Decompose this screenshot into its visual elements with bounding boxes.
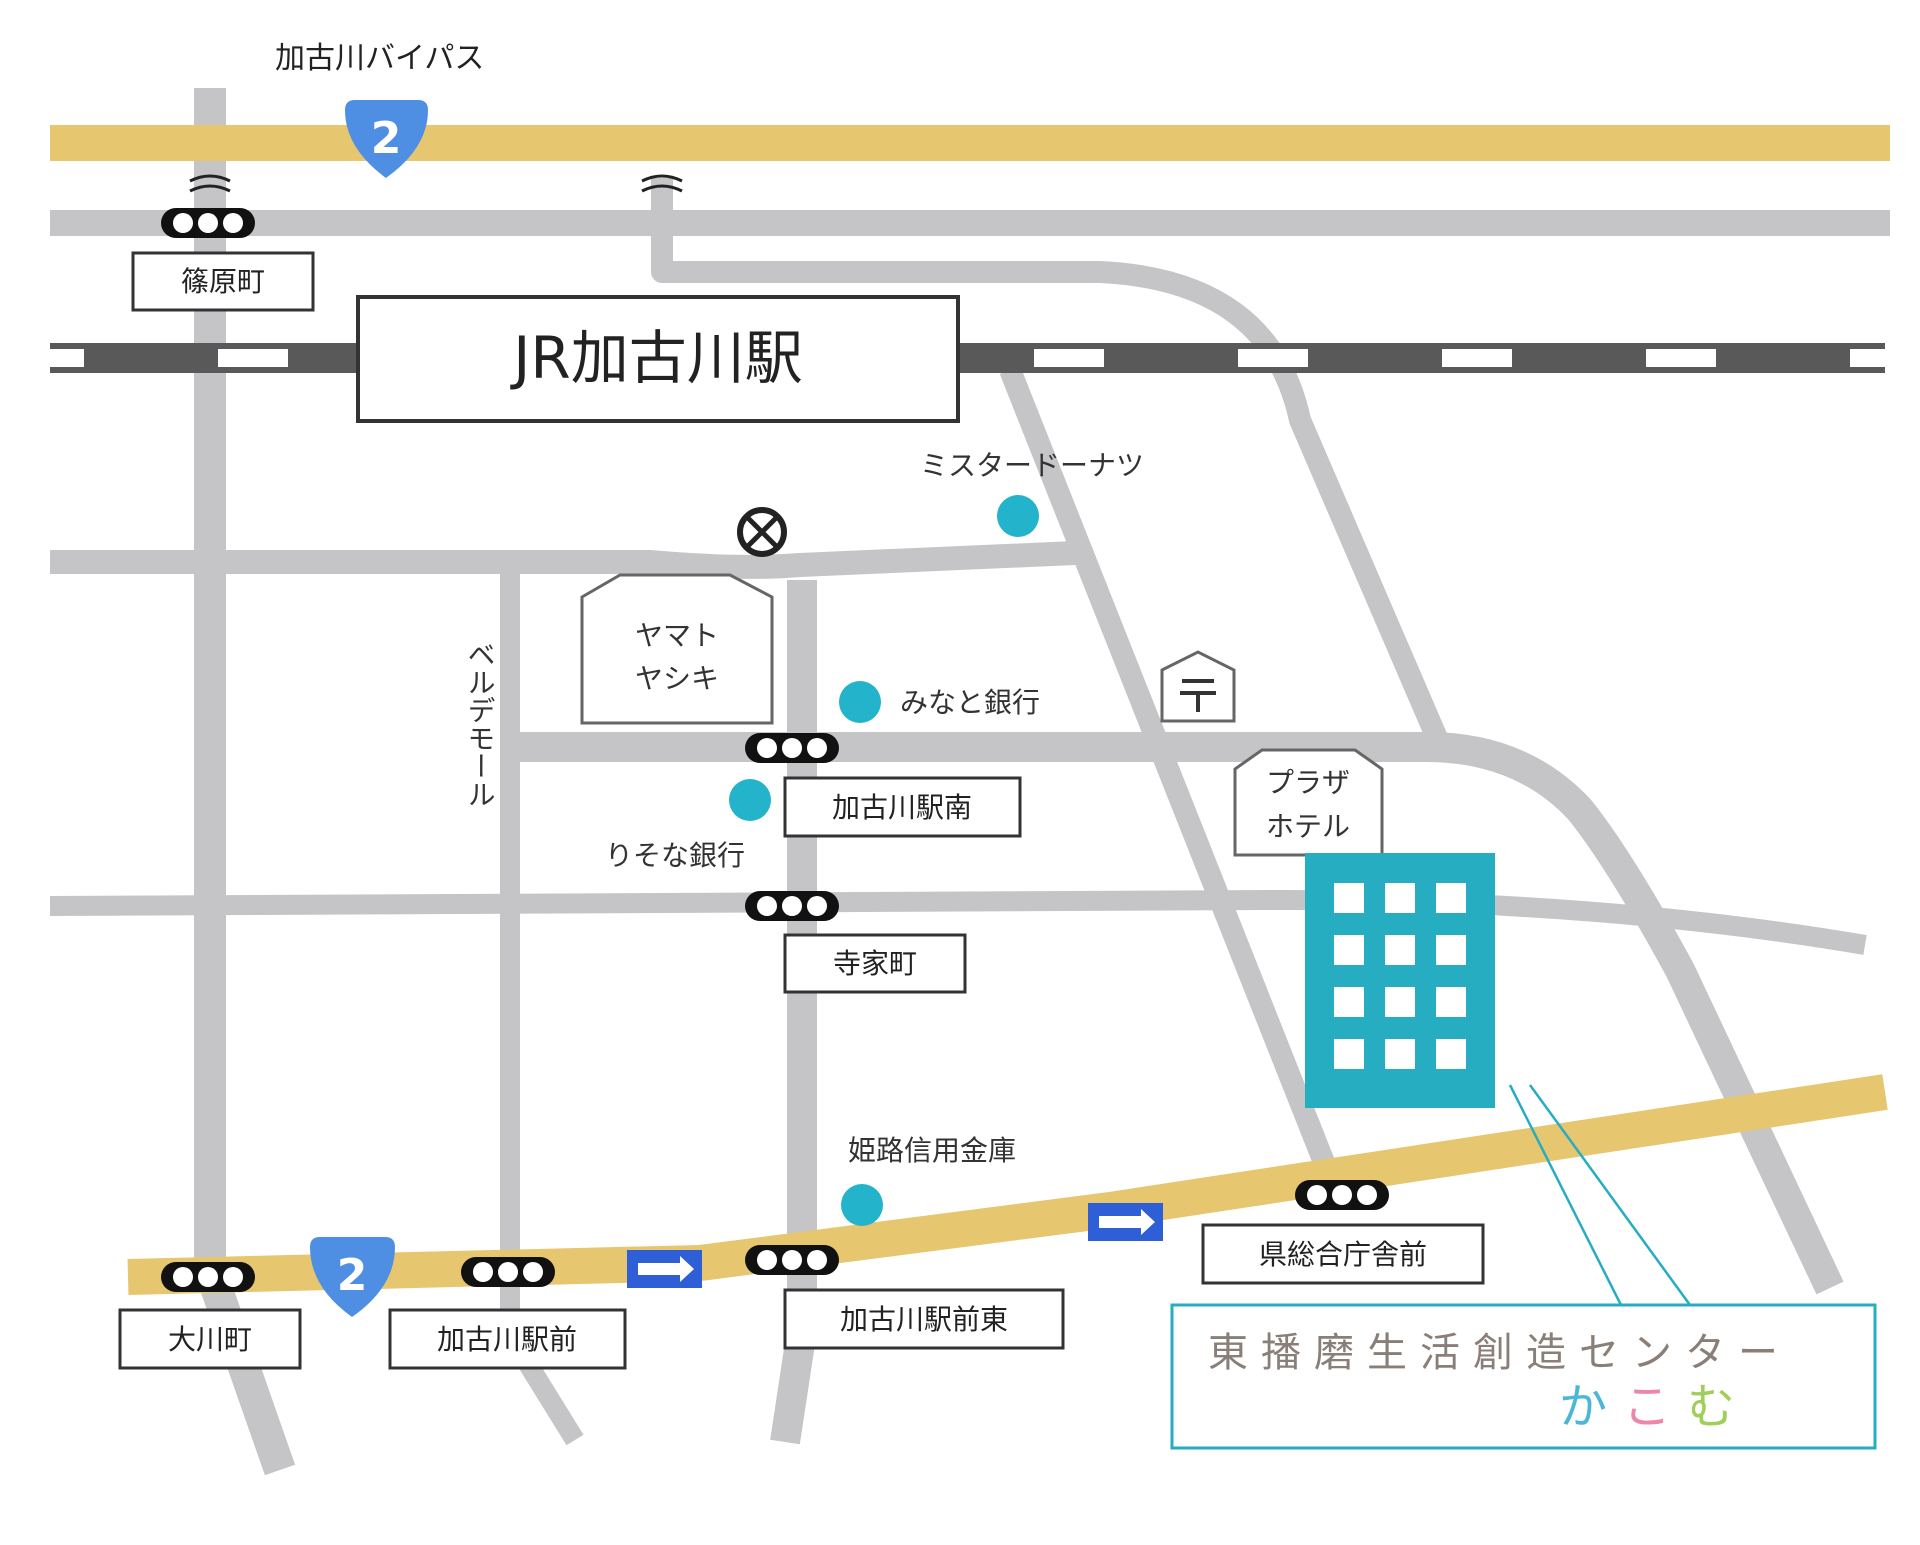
svg-text:加古川駅南: 加古川駅南 [832,791,972,824]
intersection-kakogawa-ekimae: 加古川駅前 [388,1308,627,1370]
bypass-label: 加古川バイパス [275,41,484,76]
minato-bank-label: みなと銀行 [900,686,1040,719]
svg-text:篠原町: 篠原町 [181,265,265,298]
route-2-lower [127,1074,1888,1295]
nickname-ka: か [1559,1379,1623,1435]
route-2-shield-bottom: 2 [310,1237,395,1317]
destination-name: 東播磨生活創造センター [1208,1330,1791,1376]
destination-building-icon [1305,853,1495,1108]
one-way-arrow-1 [627,1250,702,1288]
destination-pointer [1508,1084,1692,1306]
svg-text:寺家町: 寺家町 [833,947,917,980]
nickname-mu: む [1687,1379,1751,1435]
svg-text:県総合庁舎前: 県総合庁舎前 [1259,1238,1427,1271]
route-2-shield-top: 2 [345,100,428,178]
road-diagonal-center [999,365,1346,1195]
bellde-mall-label: ベルデモール [464,640,497,808]
yamato-yashiki-label-1: ヤマト [635,619,719,652]
himeji-shinkin-marker [841,1184,883,1226]
police-box-icon [737,507,787,557]
intersection-kensogo-chosha-mae: 県総合庁舎前 [1201,1223,1485,1285]
svg-text:2: 2 [337,1250,368,1301]
poi-dots [729,495,1039,1226]
intersection-terakecho: 寺家町 [783,933,967,994]
signal-kakogawa-ekimae [461,1257,555,1287]
road-horizontal-upper [50,541,1076,579]
signal-okawacho [161,1262,255,1292]
mister-donut-marker [997,495,1039,537]
destination-label: 東播磨生活創造センター かこむ [1170,1303,1877,1450]
plaza-hotel-label-2: ホテル [1266,810,1350,843]
resona-bank-marker [729,779,771,821]
post-office-icon [1160,650,1236,723]
destination-nickname: かこむ [1559,1379,1751,1435]
resona-bank-label: りそな銀行 [605,839,745,872]
building-plaza-hotel: プラザ ホテル [1233,748,1384,857]
signal-kakogawa-station-south [745,733,839,763]
station-box: JR加古川駅 [356,295,960,423]
station-name: JR加古川駅 [510,324,802,392]
signal-kensogo-chosha-mae [1295,1180,1389,1210]
intersection-kakogawa-ekimae-higashi: 加古川駅前東 [783,1288,1065,1350]
mister-donut-label: ミスタードーナツ [920,449,1144,482]
intersection-shinoharacho: 篠原町 [131,251,315,312]
traffic-signals [161,208,1389,1292]
road-upper-curve [651,178,1451,750]
intersection-kakogawa-station-south: 加古川駅南 [783,776,1022,838]
intersection-labels: 篠原町 加古川駅南 寺家町 大川町 加古川駅前 加古川駅前東 県総合庁舎前 [118,251,1485,1370]
overpass-marks [189,174,683,193]
plaza-hotel-label-1: プラザ [1266,766,1350,799]
nickname-ko: こ [1623,1379,1687,1435]
svg-text:加古川駅前: 加古川駅前 [437,1323,577,1356]
svg-text:大川町: 大川町 [168,1323,252,1356]
signal-kakogawa-ekimae-higashi [745,1245,839,1275]
himeji-shinkin-label: 姫路信用金庫 [848,1134,1016,1167]
signal-terakecho [745,891,839,921]
signal-shinoharacho [161,208,255,238]
building-yamato-yashiki: ヤマト ヤシキ [580,573,774,725]
yamato-yashiki-label-2: ヤシキ [635,662,719,695]
minato-bank-marker [839,681,881,723]
svg-text:加古川駅前東: 加古川駅前東 [840,1303,1008,1336]
svg-text:2: 2 [371,113,402,164]
one-way-arrow-2 [1088,1203,1163,1241]
intersection-okawacho: 大川町 [118,1308,302,1370]
